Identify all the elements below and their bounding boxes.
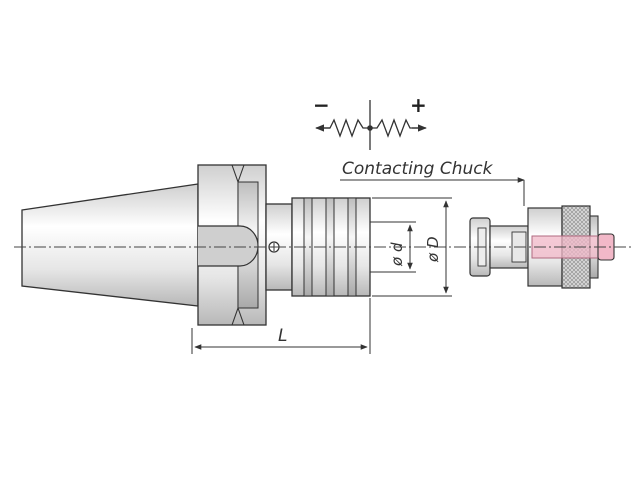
key-slot [198, 225, 259, 267]
length-dimension: L [191, 298, 371, 354]
length-label: L [278, 326, 287, 346]
tool-holder-body [21, 164, 371, 326]
contacting-chuck-label: Contacting Chuck [342, 159, 494, 179]
taper-shank [21, 183, 199, 307]
diameter-D-dimension: ø D [372, 197, 452, 297]
inner-diameter-label: ø d [388, 242, 406, 267]
spring-right [370, 118, 418, 138]
minus-sign: − [313, 93, 330, 117]
spring-left [322, 118, 370, 138]
diameter-d-dimension: ø d [370, 221, 416, 273]
plus-sign: + [410, 93, 427, 117]
spring-symbol: − + [313, 93, 427, 150]
outer-diameter-label: ø D [424, 237, 442, 264]
